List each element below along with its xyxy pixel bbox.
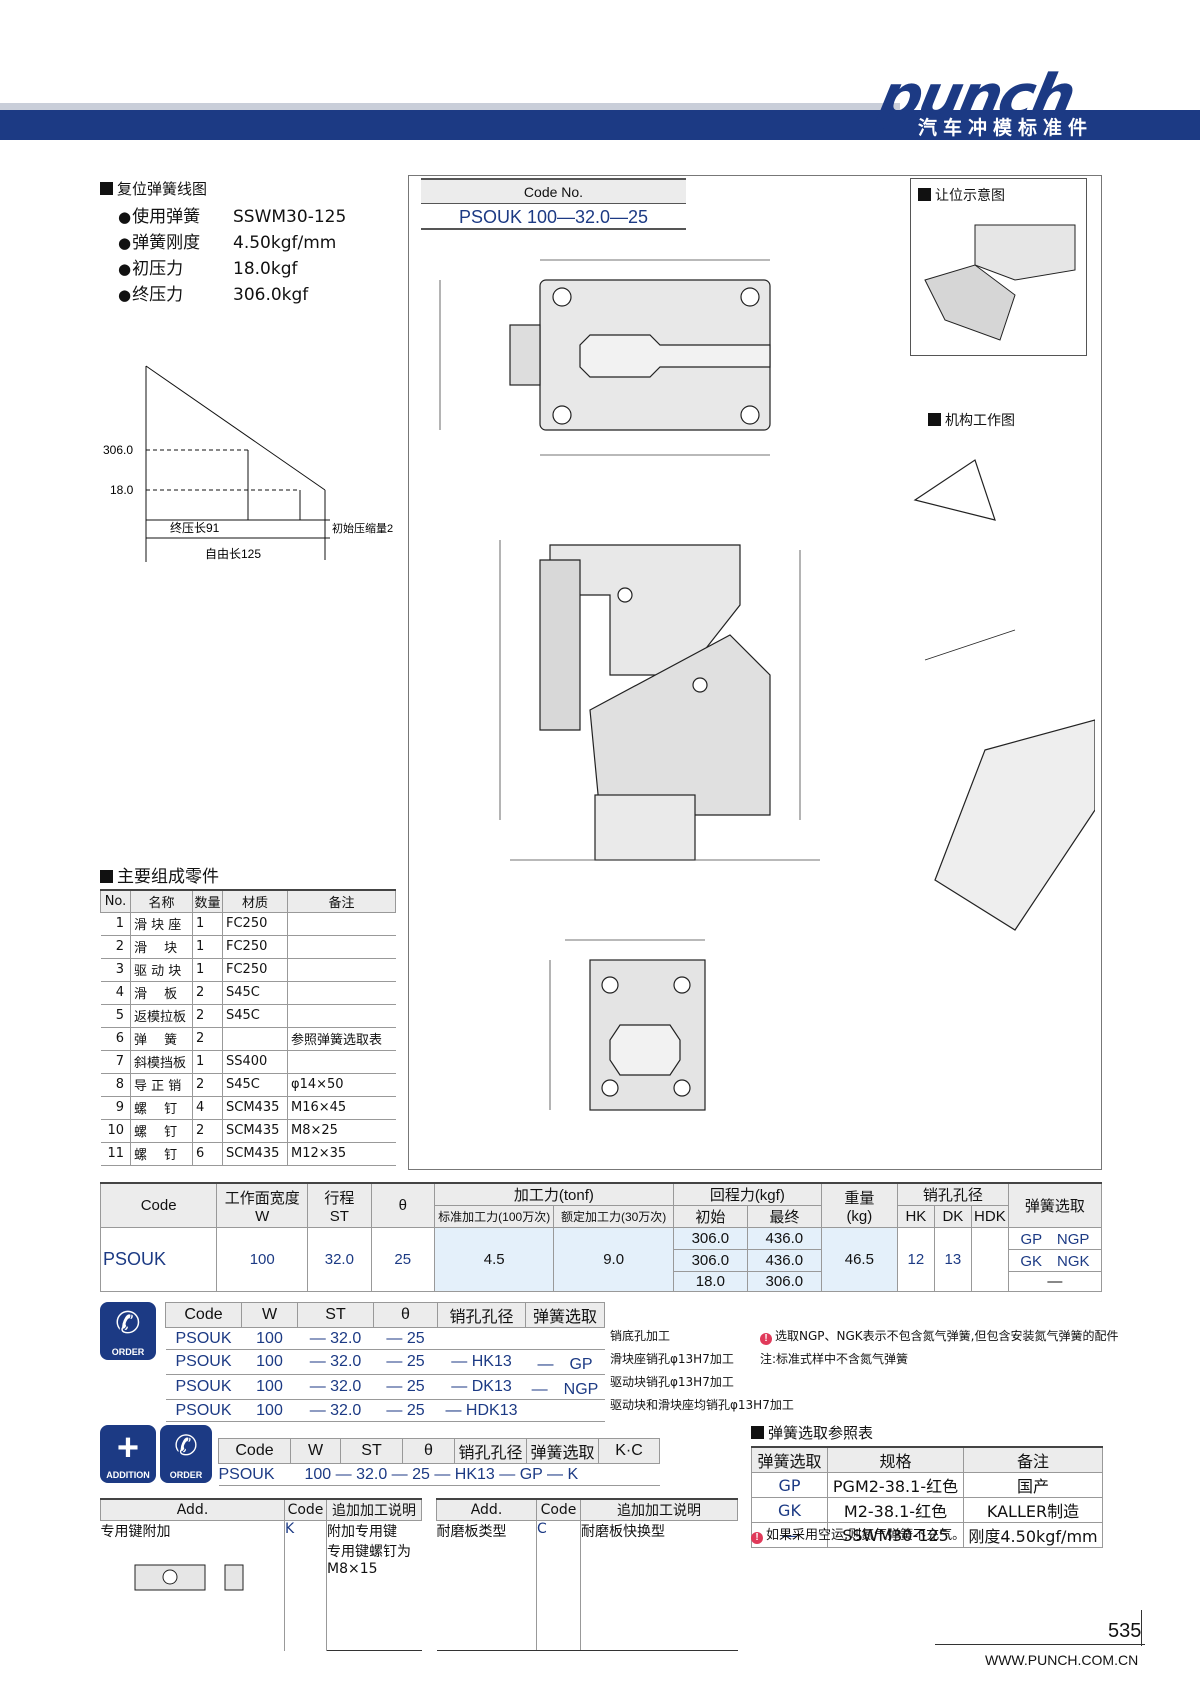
clearance-diagram (924, 224, 1076, 341)
spec-label: 初压力 (118, 256, 233, 282)
parts-header: No. (100, 889, 131, 913)
phone-icon: ✆ (174, 1430, 198, 1461)
header-band (0, 110, 1200, 140)
technical-drawing (439, 259, 820, 1111)
order-notes: 销底孔加工 滑块座销孔φ13H7加工 驱动块销孔φ13H7加工 驱动块和滑块座均… (610, 1329, 794, 1412)
col-ret-init: 初始 (672, 1205, 748, 1228)
parts-header: 材质 (222, 889, 288, 913)
page-number: 535 (1108, 1620, 1142, 1642)
parts-header: 数量 (192, 889, 223, 913)
spring-section-title: 复位弹簧线图 (100, 178, 207, 199)
col-hk: HK (896, 1205, 935, 1228)
col-force-rated: 额定加工力(30万次) (553, 1205, 674, 1228)
spec-value: 18.0kgf (233, 259, 298, 279)
spec-value: 306.0kgf (233, 285, 309, 305)
graph-y-hi: 306.0 (103, 443, 133, 457)
clearance-box (910, 178, 1087, 356)
spec-label: 使用弹簧 (118, 204, 233, 230)
footer-rule (935, 1644, 1145, 1645)
code-no-value: PSOUK 100—32.0—25 (421, 204, 686, 230)
parts-title: 主要组成零件 (100, 862, 219, 887)
spring-graph: 306.0 18.0 终压长91 初始压缩量2 自由长125 (103, 365, 393, 562)
spring-ref-title: 弹簧选取参照表 (751, 1422, 873, 1443)
spring-ref-note: !如果采用空运,则氮气弹簧不充气。 (751, 1524, 965, 1547)
graph-y-lo: 18.0 (110, 483, 134, 497)
graph-final-len: 终压长91 (170, 520, 220, 535)
col-return: 回程力(kgf) (672, 1182, 822, 1206)
col-force: 加工力(tonf) (433, 1182, 674, 1206)
mechanism-title: 机构工作图 (928, 410, 1015, 430)
spec-label: 弹簧刚度 (118, 230, 233, 256)
footer-url: WWW.PUNCH.COM.CN (985, 1652, 1139, 1668)
graph-free-len: 自由长125 (205, 547, 261, 561)
order-icon-small: ✆ ORDER (160, 1425, 212, 1483)
warning-icon: ! (751, 1532, 763, 1544)
drawing-frame (408, 175, 1102, 1170)
phone-icon: ✆ (115, 1307, 141, 1340)
spec-label: 终压力 (118, 282, 233, 308)
addition-icon: + ADDITION (100, 1425, 156, 1483)
table-row: PSOUK 100 — 32.0 — 25 — HK13 — GP — K (218, 1463, 660, 1486)
footer-rule-v (1141, 1610, 1142, 1646)
clearance-title: 让位示意图 (918, 185, 1005, 205)
key-drawing (134, 1564, 244, 1591)
header-stripe (0, 103, 900, 110)
graph-preload: 初始压缩量2 (332, 521, 393, 535)
brand-subtitle: 汽车冲模标准件 (918, 117, 1094, 139)
code-no-header: Code No. (421, 178, 686, 204)
col-theta: θ (370, 1182, 435, 1228)
order-warnings: !选取NGP、NGK表示不包含氮气弹簧,但包含安装氮气弹簧的配件 注:标准式样中… (760, 1329, 1119, 1366)
col-weight: 重量(kg) (820, 1182, 898, 1228)
table-row: 耐磨板类型 C 耐磨板快换型 (436, 1520, 738, 1651)
plus-icon: + (116, 1427, 140, 1469)
parts-header: 名称 (130, 889, 193, 913)
col-dk: DK (933, 1205, 972, 1228)
col-spring: 弹簧选取 (1007, 1182, 1103, 1228)
col-code: Code (99, 1182, 218, 1228)
spec-value: SSWM30-125 (233, 207, 347, 227)
order-icon: ✆ ORDER (100, 1302, 156, 1360)
mechanism-diagram (913, 459, 1095, 931)
col-hdk: HDK (970, 1205, 1009, 1228)
spec-value: 4.50kgf/mm (233, 233, 337, 253)
col-force-std: 标准加工力(100万次) (433, 1205, 555, 1228)
addition-table: Code W ST θ 销孔孔径 弹簧选取 K·C PSOUK 100 — 32… (218, 1438, 660, 1486)
parts-header: 备注 (287, 889, 396, 913)
col-ret-final: 最终 (746, 1205, 822, 1228)
warning-icon: ! (760, 1333, 772, 1345)
col-pin: 销孔孔径 (896, 1182, 1009, 1206)
